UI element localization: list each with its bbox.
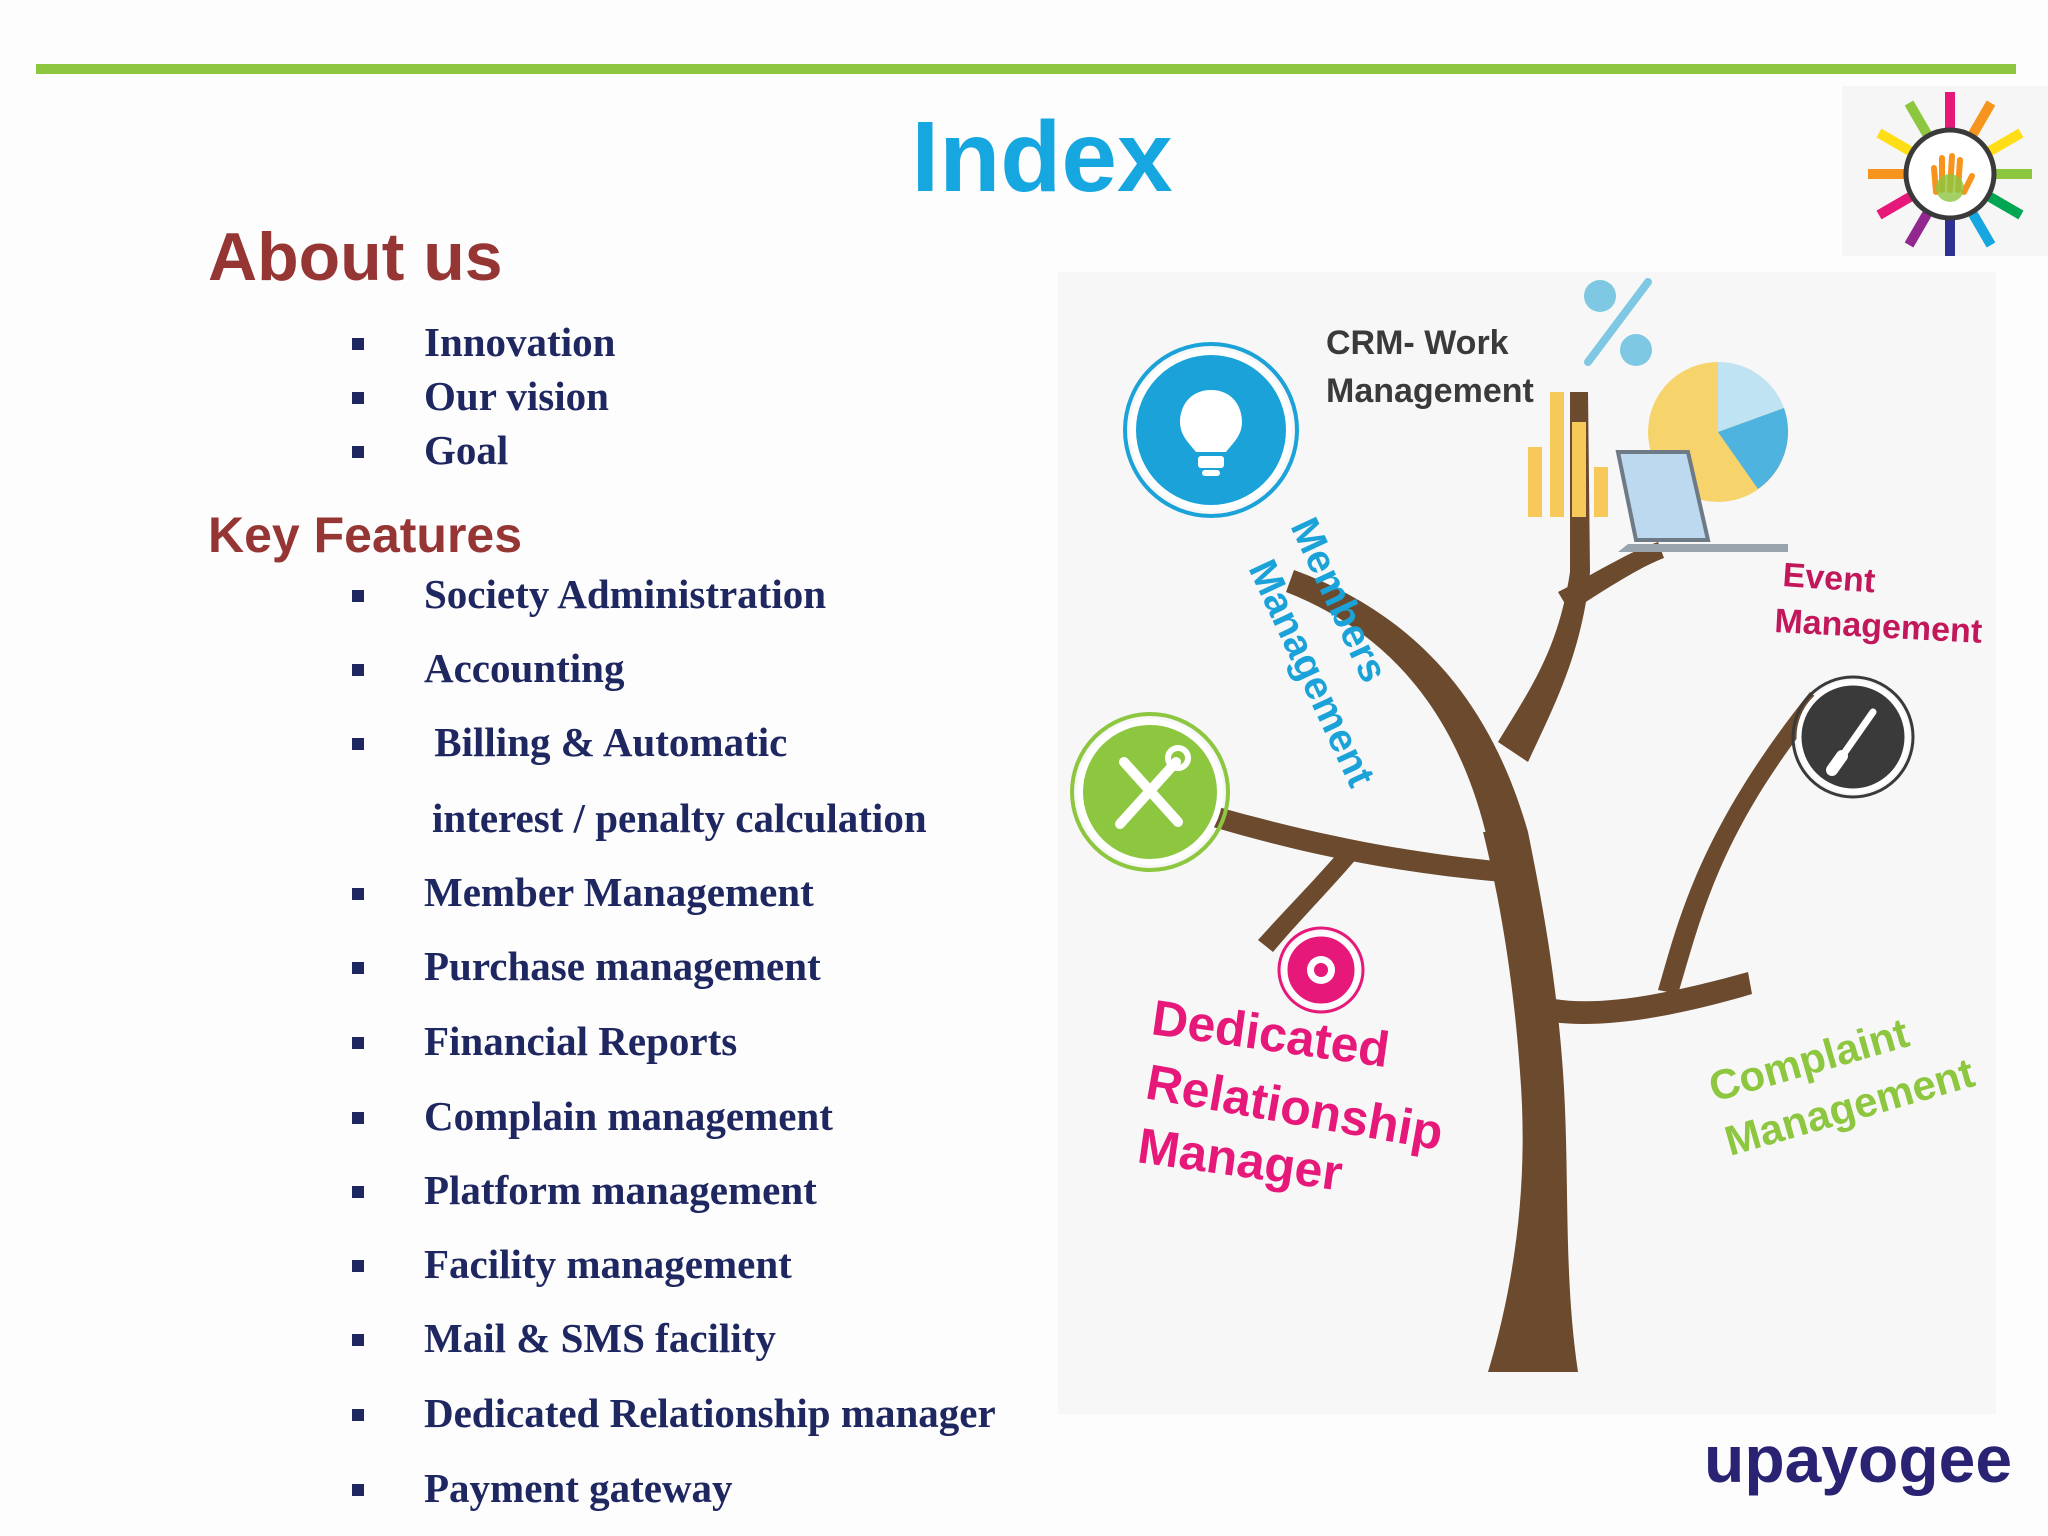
square-bullet-icon — [352, 888, 364, 900]
globe-icon — [1277, 926, 1365, 1014]
list-item-continuation: interest / penalty calculation — [432, 795, 927, 841]
paintbrush-icon — [1791, 675, 1915, 799]
upayogee-logo: upayogee — [1704, 1422, 2010, 1496]
square-bullet-icon — [352, 446, 364, 458]
square-bullet-icon — [352, 590, 364, 602]
crm-label-line2: Management — [1326, 372, 1534, 410]
tree-trunk — [1213, 392, 1824, 1372]
about-us-heading: About us — [208, 219, 503, 295]
lightbulb-icon — [1123, 342, 1299, 518]
square-bullet-icon — [352, 1037, 364, 1049]
crm-label-line1: CRM- Work — [1326, 324, 1509, 362]
bar-chart-icon — [1528, 392, 1608, 517]
top-green-rule — [36, 64, 2016, 74]
key-features-heading: Key Features — [208, 507, 523, 563]
square-bullet-icon — [352, 664, 364, 676]
square-bullet-icon — [352, 962, 364, 974]
square-bullet-icon — [352, 1260, 364, 1272]
square-bullet-icon — [352, 338, 364, 350]
percent-icon — [1584, 278, 1652, 366]
event-label-line1: Event — [1781, 556, 1876, 600]
tools-icon — [1070, 712, 1230, 872]
square-bullet-icon — [352, 1112, 364, 1124]
square-bullet-icon — [352, 392, 364, 404]
hand-logo-icon — [1842, 86, 2048, 256]
square-bullet-icon — [352, 1484, 364, 1496]
square-bullet-icon — [352, 1409, 364, 1421]
square-bullet-icon — [352, 1186, 364, 1198]
feature-tree-illustration: CRM- Work Management Members Management … — [1058, 272, 1996, 1414]
square-bullet-icon — [352, 738, 364, 750]
square-bullet-icon — [352, 1334, 364, 1346]
svg-text:upayogee: upayogee — [1704, 1422, 2010, 1496]
laptop-icon — [1615, 450, 1788, 552]
page-title: Index — [911, 101, 1173, 213]
